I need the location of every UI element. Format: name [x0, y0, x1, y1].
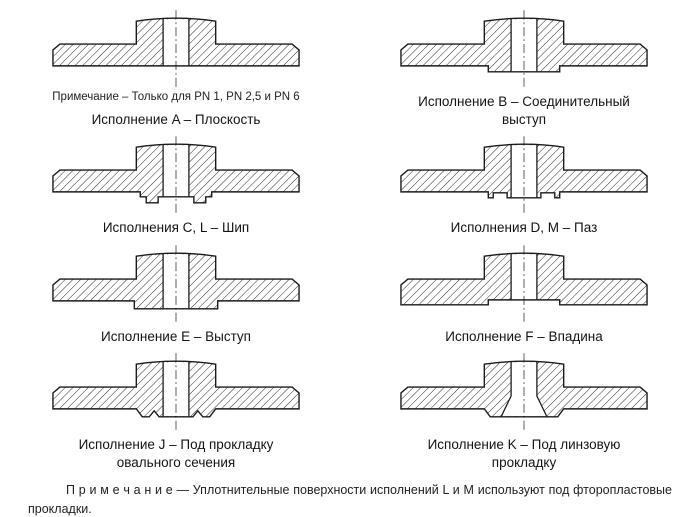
bore-walls: [500, 361, 548, 418]
figure-f-caption: Исполнение F – Впадина: [445, 328, 603, 344]
figure-j-caption: Исполнение J – Под прокладку овального с…: [78, 437, 274, 470]
figure-cl-caption: Исполнения C, L – Шип: [102, 220, 250, 236]
flange-section-j-drawing: [52, 353, 300, 431]
flange-section-k-drawing: [400, 353, 648, 431]
bore-walls: [162, 253, 190, 309]
bore: [163, 19, 189, 66]
flange-section-dm-drawing: [400, 136, 648, 214]
flange-section-f-drawing: [400, 244, 648, 323]
bore-walls: [162, 144, 190, 197]
figure-dm-caption: Исполнения D, M – Паз: [450, 220, 598, 236]
bore-walls: [162, 18, 190, 66]
flange-section-a-drawing: [52, 10, 300, 88]
figure-k-caption: Исполнение K – Под линзовую прокладку: [427, 437, 621, 470]
footnote: П р и м е ч а н и е — Уплотнительные пов…: [28, 483, 672, 517]
figure-e-caption: Исполнение E – Выступ: [101, 328, 251, 344]
flange-section-b-drawing: [400, 10, 648, 88]
figure-b-caption: Исполнение B – Соединительный выступ: [418, 94, 630, 127]
flange-section-cl-drawing: [52, 136, 300, 214]
figure-dm: Исполнения D, M – Паз: [359, 134, 689, 237]
figure-k: Исполнение K – Под линзовую прокладку: [359, 351, 689, 471]
flange-section-e-drawing: [52, 244, 300, 323]
bore-walls: [510, 18, 538, 72]
figure-a: Примечание – Только для PN 1, PN 2,5 и P…: [11, 8, 341, 128]
figure-e: Исполнение E – Выступ: [11, 243, 341, 346]
figure-cl: Исполнения C, L – Шип: [11, 134, 341, 237]
figure-a-caption: Исполнение A – Плоскость: [91, 111, 261, 127]
bore-walls: [162, 361, 190, 417]
bore-walls: [510, 253, 538, 300]
figures-grid: Примечание – Только для PN 1, PN 2,5 и P…: [0, 8, 700, 471]
bore-walls: [510, 144, 538, 198]
figure-b: Исполнение B – Соединительный выступ: [359, 8, 689, 128]
figure-f: Исполнение F – Впадина: [359, 243, 689, 346]
figure-j: Исполнение J – Под прокладку овального с…: [11, 351, 341, 471]
figure-a-note: Примечание – Только для PN 1, PN 2,5 и P…: [52, 91, 300, 103]
